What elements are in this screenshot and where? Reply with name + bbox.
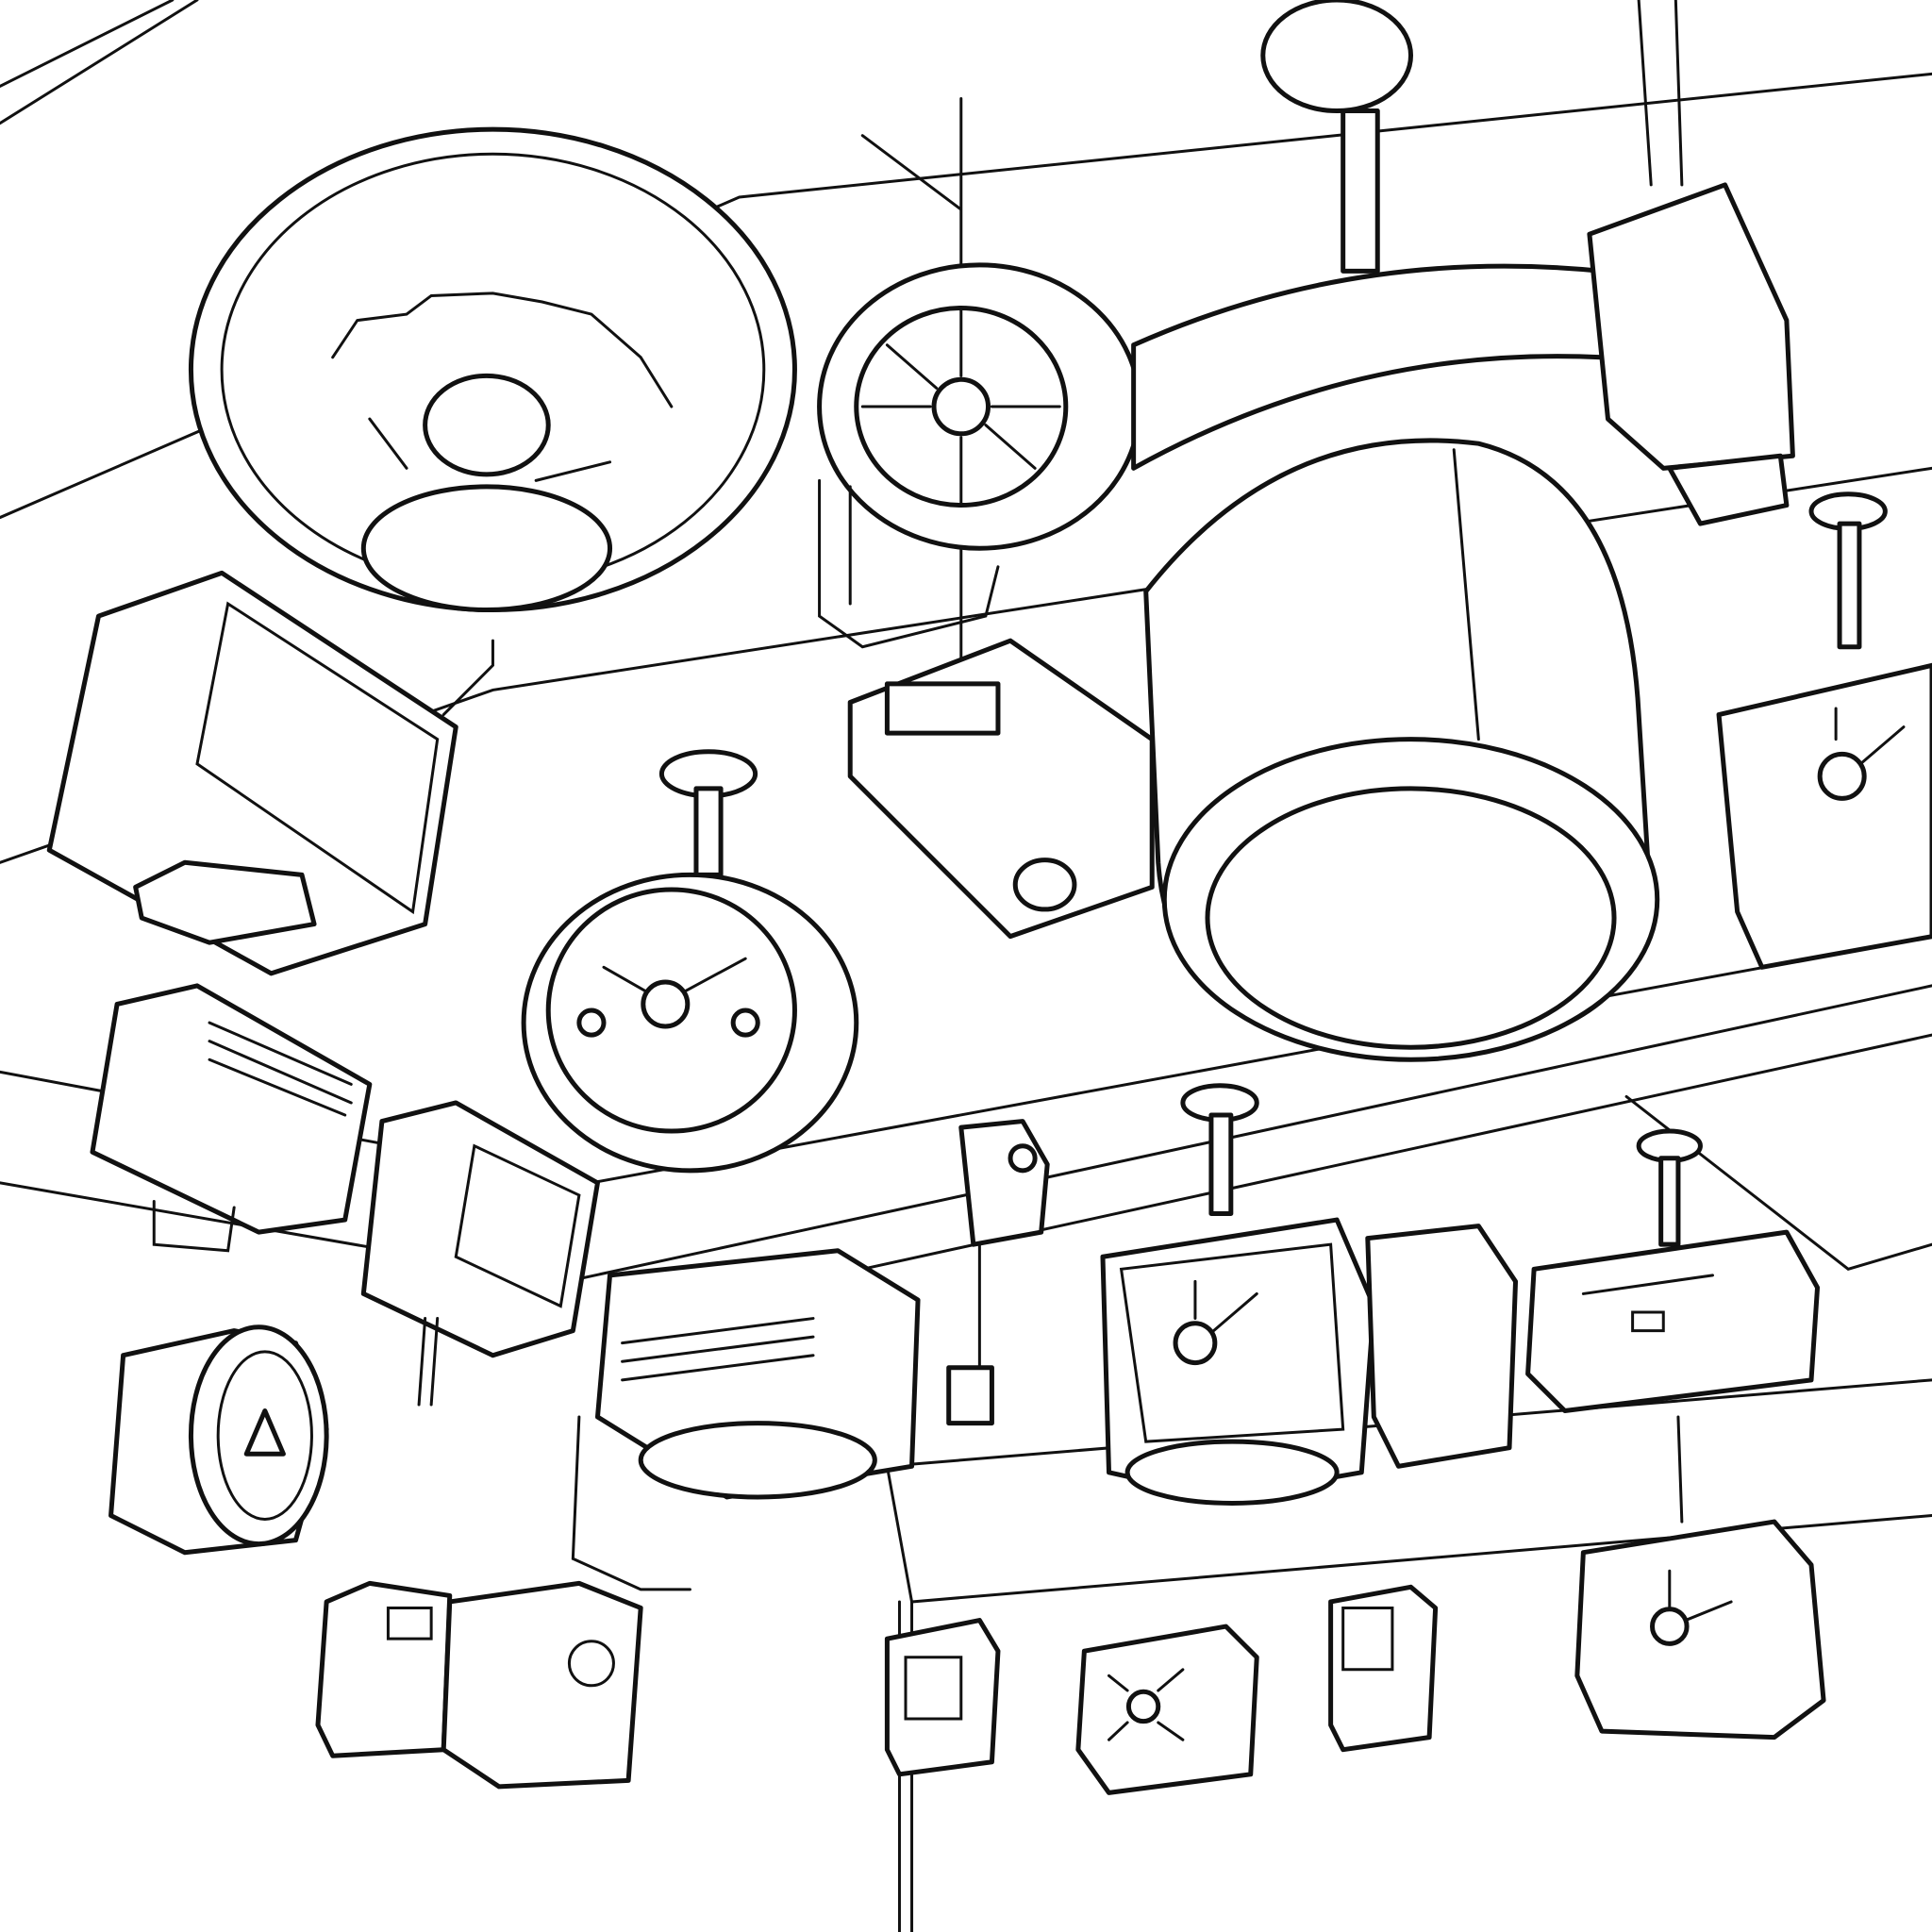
square-clock-bottom — [1078, 1626, 1257, 1792]
keypad-panel — [363, 1103, 597, 1405]
thermostat-right — [1331, 1587, 1436, 1749]
junction-box — [820, 480, 1153, 936]
gauge-dial — [820, 265, 1141, 548]
cylinder-light — [1146, 441, 1657, 1059]
triangle-button-device — [111, 1327, 327, 1553]
vent-box — [92, 986, 370, 1251]
smoke-detector — [191, 129, 794, 609]
hanging-clock-lower-right — [1577, 1417, 1824, 1738]
thermostat-left — [887, 1621, 998, 1774]
wall-clock-right — [1719, 494, 1932, 968]
intercom-panel — [318, 1583, 641, 1787]
ceiling-mount-arm — [1134, 0, 1602, 468]
hanging-clock-center — [524, 752, 857, 1171]
display-box — [1528, 1131, 1818, 1410]
outlet-box — [1368, 1226, 1516, 1467]
projector — [573, 1251, 918, 1590]
square-clock — [1103, 1086, 1374, 1504]
monitor-box — [49, 573, 492, 973]
camera-box — [1590, 185, 1793, 524]
pull-switch — [949, 1122, 1047, 1424]
